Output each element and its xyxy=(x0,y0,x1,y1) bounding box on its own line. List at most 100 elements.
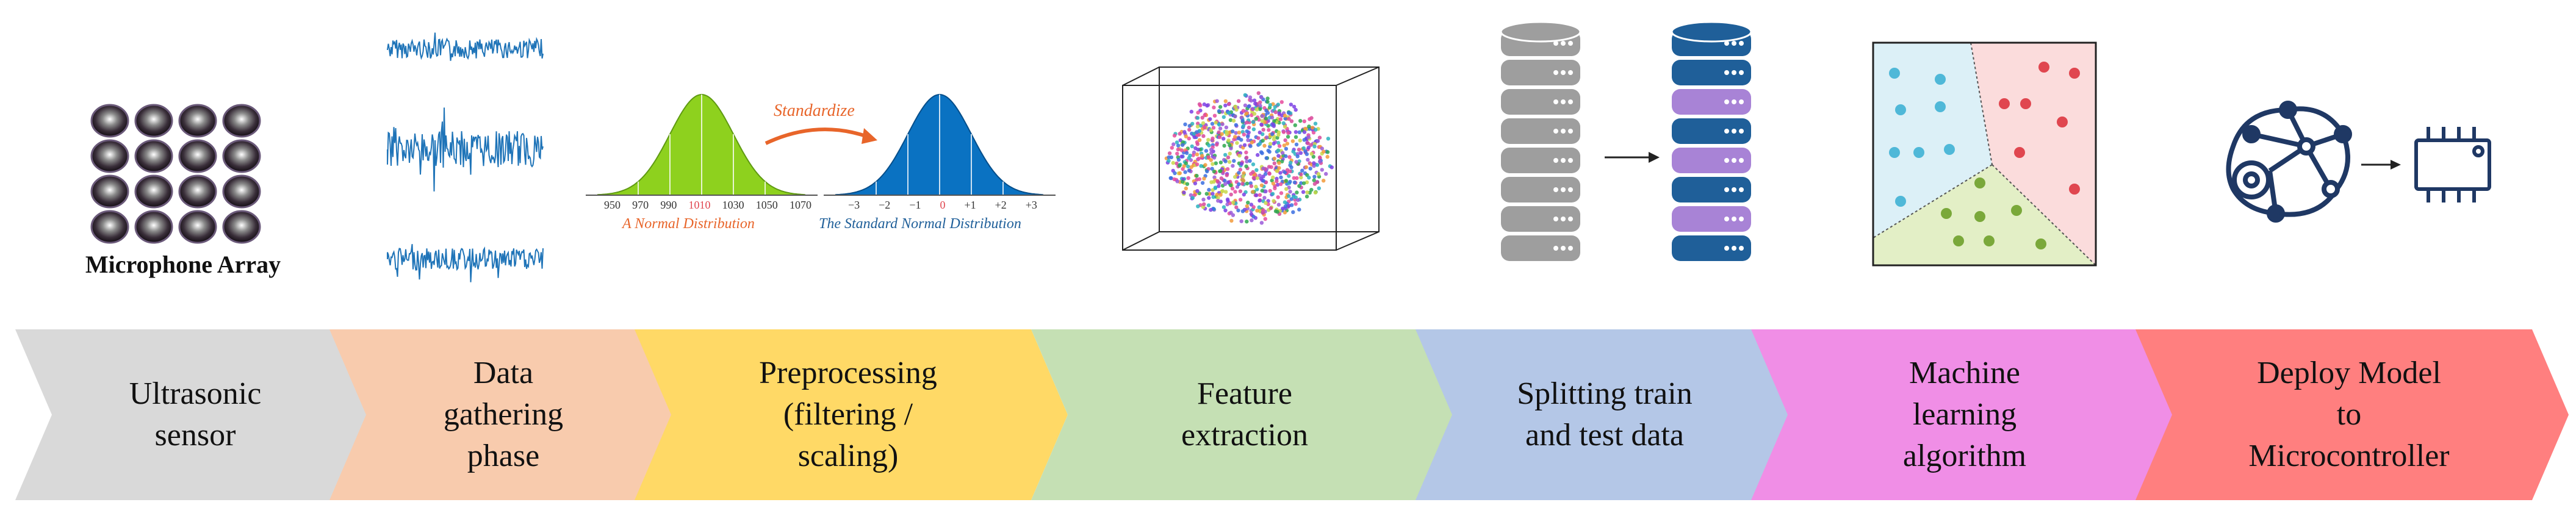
scatter-point xyxy=(1249,98,1253,103)
database-disk xyxy=(1672,206,1751,232)
class-point xyxy=(1895,104,1906,115)
scatter-point xyxy=(1229,218,1234,223)
stage-label-ultrasonic-sensor: Ultrasonic sensor xyxy=(129,376,262,453)
microphone-element xyxy=(222,104,261,138)
pipeline-chevrons xyxy=(15,329,2569,500)
scatter-point xyxy=(1212,113,1217,118)
scatter-point xyxy=(1234,107,1239,112)
scatter-point xyxy=(1245,111,1249,116)
scatter-point xyxy=(1247,104,1251,109)
scatter-point xyxy=(1204,192,1209,196)
scatter-point xyxy=(1263,217,1267,221)
scatter-point xyxy=(1240,209,1245,213)
scatter-point xyxy=(1212,170,1216,174)
scatter-point xyxy=(1272,199,1276,203)
stage-chevron-machine-learning xyxy=(1751,329,2184,500)
scatter-point xyxy=(1298,119,1303,123)
scatter-point xyxy=(1184,134,1188,138)
scatter-point xyxy=(1223,182,1228,186)
scatter-point xyxy=(1220,132,1224,136)
scatter-point xyxy=(1201,205,1206,209)
scatter-point xyxy=(1218,193,1223,197)
scatter-point xyxy=(1206,203,1211,207)
scatter-point xyxy=(1257,198,1262,203)
scatter-point xyxy=(1207,188,1211,192)
scatter-point xyxy=(1308,117,1312,121)
scatter-point xyxy=(1234,131,1238,135)
class-point xyxy=(1935,101,1946,112)
scatter-point xyxy=(1187,156,1191,160)
scatter-point xyxy=(1261,127,1265,132)
split-arrow-icon xyxy=(1605,152,1660,163)
scatter-point xyxy=(1245,204,1249,209)
stage-chevron-preprocessing xyxy=(635,329,1068,500)
standard-normal-distribution-chart xyxy=(824,93,1056,196)
scatter-point xyxy=(1258,100,1262,104)
scatter-point xyxy=(1182,190,1186,195)
scatter-point xyxy=(1267,149,1272,154)
scatter-point xyxy=(1284,154,1288,159)
scatter-point xyxy=(1206,138,1211,142)
microphone-element xyxy=(134,210,173,244)
scatter-point xyxy=(1253,101,1257,106)
scatter-point xyxy=(1175,140,1179,145)
scatter-point xyxy=(1301,181,1306,185)
scatter-point xyxy=(1299,175,1303,180)
scatter-point xyxy=(1311,154,1315,159)
scatter-point xyxy=(1227,111,1231,115)
scatter-point xyxy=(1276,154,1281,158)
region-blue xyxy=(1873,43,1992,238)
scatter-point xyxy=(1251,120,1256,124)
class-point xyxy=(2035,238,2046,249)
scatter-point xyxy=(1249,202,1254,207)
scatter-point xyxy=(1167,151,1172,156)
model-deploy-illustration xyxy=(2226,101,2491,223)
microphone-element xyxy=(178,104,217,138)
scatter-point xyxy=(1283,200,1287,204)
scatter-point xyxy=(1297,184,1301,188)
scatter-point xyxy=(1175,151,1179,156)
scatter-point xyxy=(1259,183,1264,188)
normal-tick: 1050 xyxy=(755,199,778,211)
scatter-point xyxy=(1325,154,1329,159)
scatter-point xyxy=(1219,176,1223,181)
scatter-point xyxy=(1276,202,1281,207)
scatter-point xyxy=(1259,221,1264,225)
normal-distribution-chart xyxy=(586,93,818,196)
scatter-point xyxy=(1251,176,1256,180)
scatter-point xyxy=(1326,137,1331,141)
scatter-point xyxy=(1224,125,1229,130)
scatter-point xyxy=(1176,143,1181,148)
scatter-point xyxy=(1223,208,1228,213)
scatter-point xyxy=(1212,106,1216,110)
feature-scatter-3d-plot xyxy=(1122,66,1380,251)
scatter-point xyxy=(1226,180,1231,185)
scatter-point xyxy=(1203,163,1207,167)
scatter-point xyxy=(1209,207,1213,212)
scatter-point xyxy=(1282,143,1286,148)
scatter-point xyxy=(1283,138,1287,143)
scatter-point xyxy=(1281,130,1286,134)
scatter-point xyxy=(1259,122,1264,127)
scatter-point xyxy=(1248,144,1253,148)
scatter-point xyxy=(1279,100,1284,104)
scatter-point xyxy=(1173,171,1177,176)
microphone-element xyxy=(222,210,261,244)
microphone-element xyxy=(90,104,129,138)
scatter-point xyxy=(1200,154,1204,158)
scatter-point xyxy=(1293,107,1298,112)
scatter-point xyxy=(1196,204,1200,209)
standard-tick: −3 xyxy=(848,199,860,211)
class-point xyxy=(2069,68,2080,79)
scatter-point xyxy=(1179,154,1184,159)
microphone-array-icon xyxy=(90,104,261,244)
scatter-point xyxy=(1241,174,1245,179)
stage-label-data-gathering: Data gathering phase xyxy=(443,356,564,473)
scatter-point xyxy=(1307,176,1311,180)
scatter-point xyxy=(1264,156,1268,160)
scatter-point xyxy=(1167,155,1171,160)
scatter-point xyxy=(1280,113,1284,118)
region-red xyxy=(1971,43,2096,265)
scatter-point xyxy=(1260,119,1265,123)
scatter-point xyxy=(1190,121,1195,126)
